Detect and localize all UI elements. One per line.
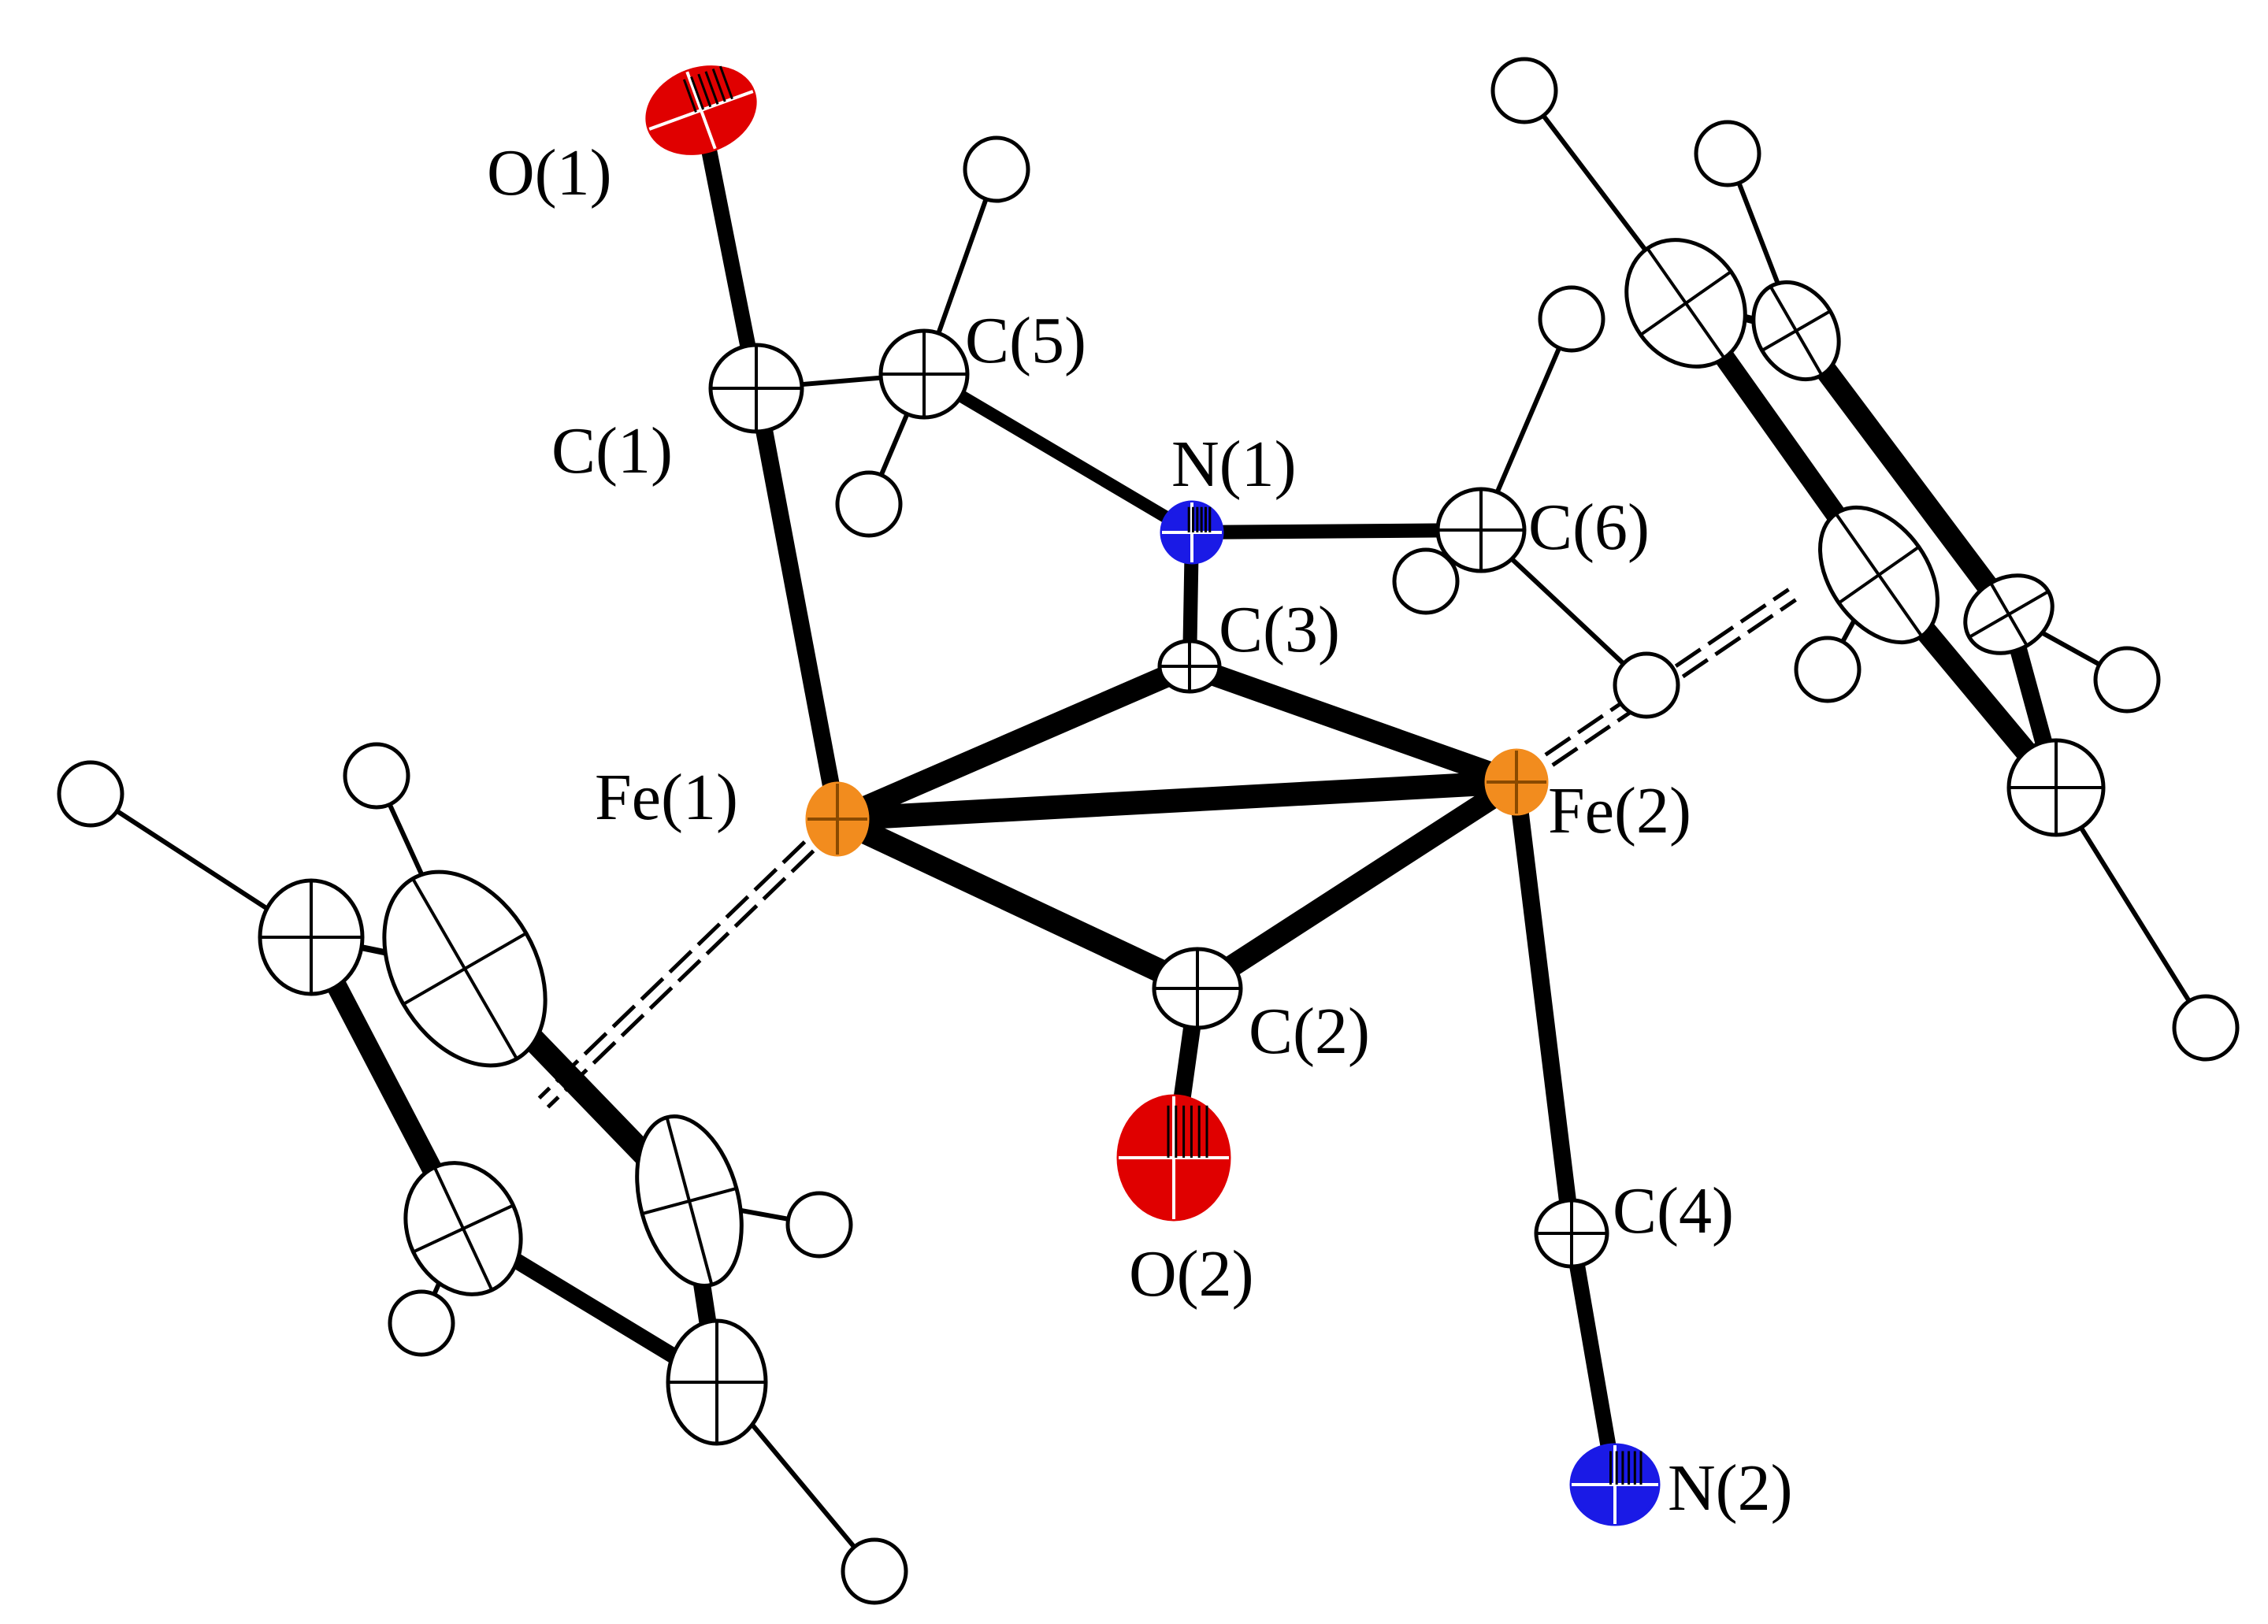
label-c3: C(3) (1219, 593, 1340, 666)
label-c6: C(6) (1528, 491, 1650, 564)
atom-o2 (1116, 1094, 1231, 1222)
bond-fe2-c4 (1508, 780, 1580, 1235)
bond-fe1-c1 (748, 386, 846, 821)
hydrogen-h10 (2172, 994, 2240, 1062)
bond-c4-n2 (1564, 1232, 1623, 1486)
atom-r2c-axis-v (1989, 582, 2029, 647)
bond-c3-fe2 (1186, 655, 1520, 793)
hydrogen-h9 (1794, 636, 1862, 703)
hydrogen-h14 (388, 1289, 455, 1357)
hydrogen-h1 (963, 135, 1030, 203)
label-n2: N(2) (1668, 1452, 1793, 1525)
atom-c5 (878, 328, 970, 420)
atom-r1d (666, 1318, 768, 1446)
atom-o1-hatch-5 (711, 68, 726, 102)
atom-o1-hatch-2 (690, 76, 705, 110)
label-o1: O(1) (487, 136, 612, 209)
bond-fe1-centroid-line-2 (546, 821, 844, 1109)
label-c2: C(2) (1249, 995, 1370, 1068)
hydrogen-h13 (785, 1191, 853, 1259)
atom-r1a (258, 878, 365, 996)
atom-r2e (1818, 505, 1939, 645)
hydrogen-h12 (343, 742, 410, 810)
label-c5: C(5) (965, 304, 1086, 377)
hydrogen-h7 (1694, 120, 1761, 187)
atom-c6 (1435, 487, 1527, 573)
atom-r1e-axis-v (432, 1166, 494, 1291)
bond-n1-c6 (1191, 523, 1482, 539)
bond-c1-o1 (693, 109, 764, 390)
atom-r1e (403, 1161, 523, 1296)
atom-o1-hatch-4 (704, 71, 719, 105)
atom-fe1 (805, 781, 870, 857)
atom-o1-hatch-1 (682, 79, 697, 113)
atom-n2 (1569, 1443, 1661, 1526)
bond-fe1-fe2 (837, 770, 1517, 831)
label-o2: O(2) (1129, 1237, 1254, 1311)
atom-o1-hatch-6 (718, 65, 733, 100)
atom-r2e-axis-v (1834, 513, 1924, 637)
label-n1: N(1) (1171, 428, 1297, 501)
atom-r1c (635, 1114, 744, 1288)
label-c1: C(1) (551, 414, 673, 488)
atom-r2b-axis-v (1769, 285, 1824, 376)
hydrogen-h8 (2093, 646, 2161, 714)
label-fe2: Fe(2) (1548, 774, 1691, 847)
atom-r2d (2006, 738, 2106, 837)
atom-n1 (1160, 500, 1224, 565)
atoms-layer (57, 57, 2240, 1605)
atom-c3 (1157, 639, 1222, 694)
atom-r2c (1963, 573, 2055, 655)
atom-r1c-axis-v (665, 1117, 714, 1285)
bond-fe1-centroid-line-1 (537, 813, 835, 1100)
hydrogen-h3 (1538, 285, 1605, 353)
labels-layer: O(1) C(1) C(5) N(1) C(6) C(3) Fe(1) Fe(2… (487, 136, 1793, 1525)
atom-r2b (1751, 280, 1841, 382)
bond-ring2-bc (1787, 324, 2018, 621)
atom-o1-axis-v (685, 71, 717, 150)
atom-o1 (645, 65, 757, 155)
hydrogen-h6 (1490, 57, 1558, 124)
hydrogen-h15 (841, 1537, 908, 1605)
bond-fe1-c3 (833, 656, 1194, 829)
hydrogen-h11 (57, 760, 124, 828)
atom-r1b-axis-v (411, 877, 518, 1060)
atom-fe2 (1484, 748, 1549, 816)
atom-r1b (382, 869, 548, 1068)
atom-o1-hatch-3 (697, 73, 712, 108)
atom-c4 (1534, 1198, 1609, 1269)
atom-c1 (708, 343, 804, 434)
hydrogen-h4 (1392, 547, 1460, 615)
atom-r2a (1624, 238, 1747, 369)
hydrogen-h2 (835, 470, 903, 538)
bond-n1-c5 (920, 369, 1196, 538)
label-c4: C(4) (1613, 1174, 1734, 1248)
hydrogen-h5 (1613, 651, 1680, 719)
atom-r2a-axis-v (1646, 247, 1726, 359)
atom-c2 (1152, 947, 1243, 1030)
label-fe1: Fe(1) (595, 761, 738, 834)
bond-c2-fe2 (1191, 773, 1523, 998)
bond-fe1-c2 (832, 808, 1203, 999)
